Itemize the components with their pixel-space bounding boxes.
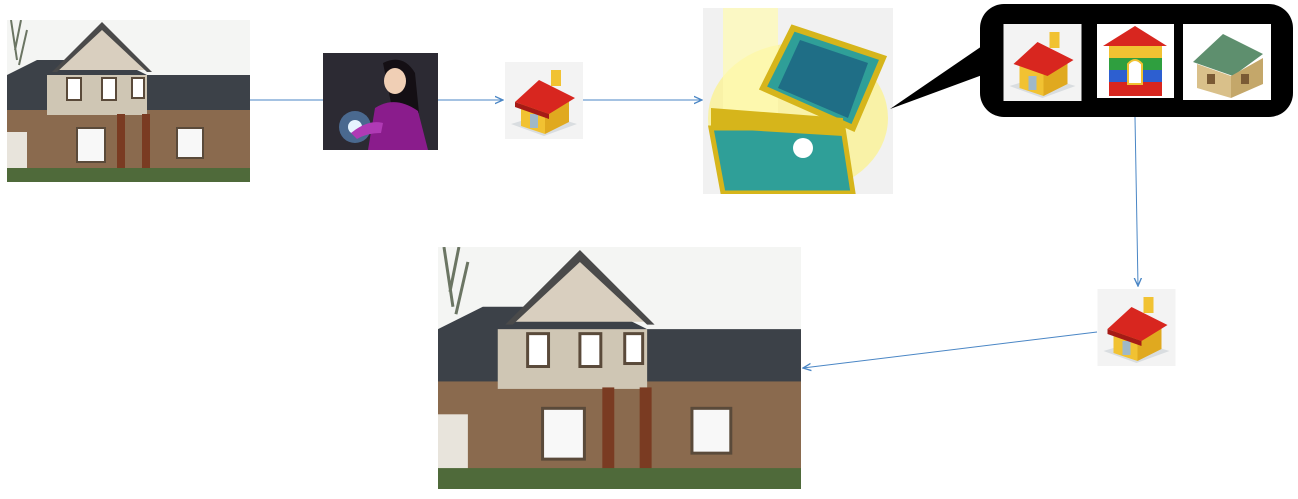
- toy-brick-house: [505, 62, 583, 139]
- result-house-photo: [438, 247, 801, 489]
- candidate-red-brick-house: [1003, 24, 1082, 101]
- red-brick-house-icon: [1003, 24, 1082, 101]
- wooden-model-house-icon: [1183, 24, 1271, 100]
- candidate-wooden-model-house: [1183, 24, 1271, 100]
- arrow-candidates-to-selection: [1135, 116, 1138, 286]
- rainbow-brick-house-icon: [1097, 24, 1174, 98]
- glowing-treasure-chest-icon: [703, 8, 893, 194]
- source-house-photo: [7, 20, 250, 182]
- sorceress-icon: [323, 53, 438, 150]
- toy-brick-house-icon: [505, 62, 583, 139]
- toy-brick-house-icon: [1097, 289, 1176, 366]
- candidate-rainbow-brick-house: [1097, 24, 1174, 98]
- sorceress-image: [323, 53, 438, 150]
- arrow-selection-to-result: [803, 331, 1098, 368]
- house-photo-icon: [7, 20, 250, 182]
- treasure-chest: [703, 8, 893, 194]
- house-photo-icon: [438, 247, 801, 489]
- selected-toy-house: [1097, 289, 1176, 366]
